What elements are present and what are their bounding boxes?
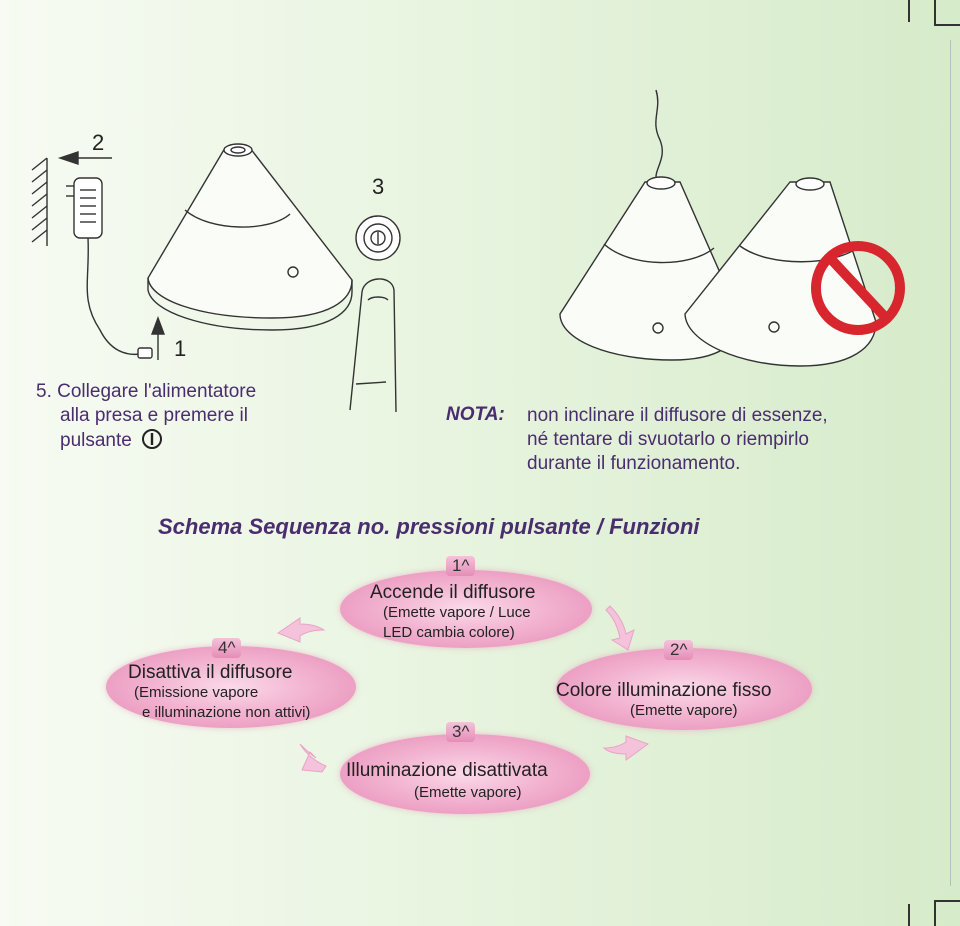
step-3-main: Illuminazione disattivata: [346, 760, 548, 781]
crop-mark: [934, 24, 960, 26]
crop-mark: [934, 900, 960, 902]
step-instruction: 5. Collegare l'alimentatore alla presa e…: [36, 380, 336, 453]
finger-press-illustration: [349, 215, 401, 413]
cycle-arrow-icon: [276, 605, 650, 773]
nota-line-1: non inclinare il diffusore di essenze,: [527, 405, 828, 426]
label-step-3: 3: [372, 174, 385, 199]
step-4-badge: 4^: [212, 638, 242, 658]
label-step-1: 1: [174, 336, 187, 361]
crop-mark: [934, 0, 936, 26]
nota-text: non inclinare il diffusore di essenze, n…: [527, 404, 947, 476]
nota-line-2: né tentare di svuotarlo o riempirlo: [527, 429, 809, 450]
step-1-badge: 1^: [446, 556, 476, 576]
power-button-icon: [370, 230, 386, 246]
power-button-icon: [142, 429, 163, 449]
step-4-main: Disattiva il diffusore: [128, 662, 293, 683]
step-2-badge: 2^: [664, 640, 694, 660]
prohibition-icon: [811, 241, 905, 335]
step-2-sub-1: (Emette vapore): [630, 702, 738, 719]
step-line-1: Collegare l'alimentatore: [57, 381, 257, 402]
step-2-ellipse: [556, 648, 812, 730]
step-1-sub-1: (Emette vapore / Luce: [383, 604, 531, 621]
step-2-main: Colore illuminazione fisso: [556, 680, 772, 701]
step-4-ellipse: [106, 646, 356, 728]
step-4-sub-2: e illuminazione non attivi): [142, 704, 311, 721]
step-4-sub-1: (Emissione vapore: [134, 684, 259, 701]
nota-line-3: durante il funzionamento.: [527, 453, 741, 474]
step-1-main: Accende il diffusore: [370, 582, 536, 603]
wall-socket-illustration: [31, 151, 166, 360]
page-edge-line: [950, 40, 951, 886]
label-step-2: 2: [92, 130, 105, 155]
step-1-sub-2: LED cambia colore): [383, 624, 515, 641]
crop-mark: [934, 900, 936, 926]
step-line-2: alla presa e premere il: [60, 405, 248, 426]
diffuser-cone-illustration: [147, 143, 353, 331]
step-3-ellipse: [340, 734, 590, 814]
nota-label: NOTA:: [446, 404, 505, 425]
schema-title: Schema Sequenza no. pressioni pulsante /…: [158, 514, 700, 539]
step-line-3: pulsante: [60, 430, 132, 451]
step-3-sub-1: (Emette vapore): [414, 784, 522, 801]
step-3-badge: 3^: [446, 722, 476, 742]
step-1-ellipse: [340, 570, 592, 648]
crop-mark: [908, 0, 910, 22]
step-number: 5.: [36, 381, 52, 402]
crop-mark: [908, 904, 910, 926]
